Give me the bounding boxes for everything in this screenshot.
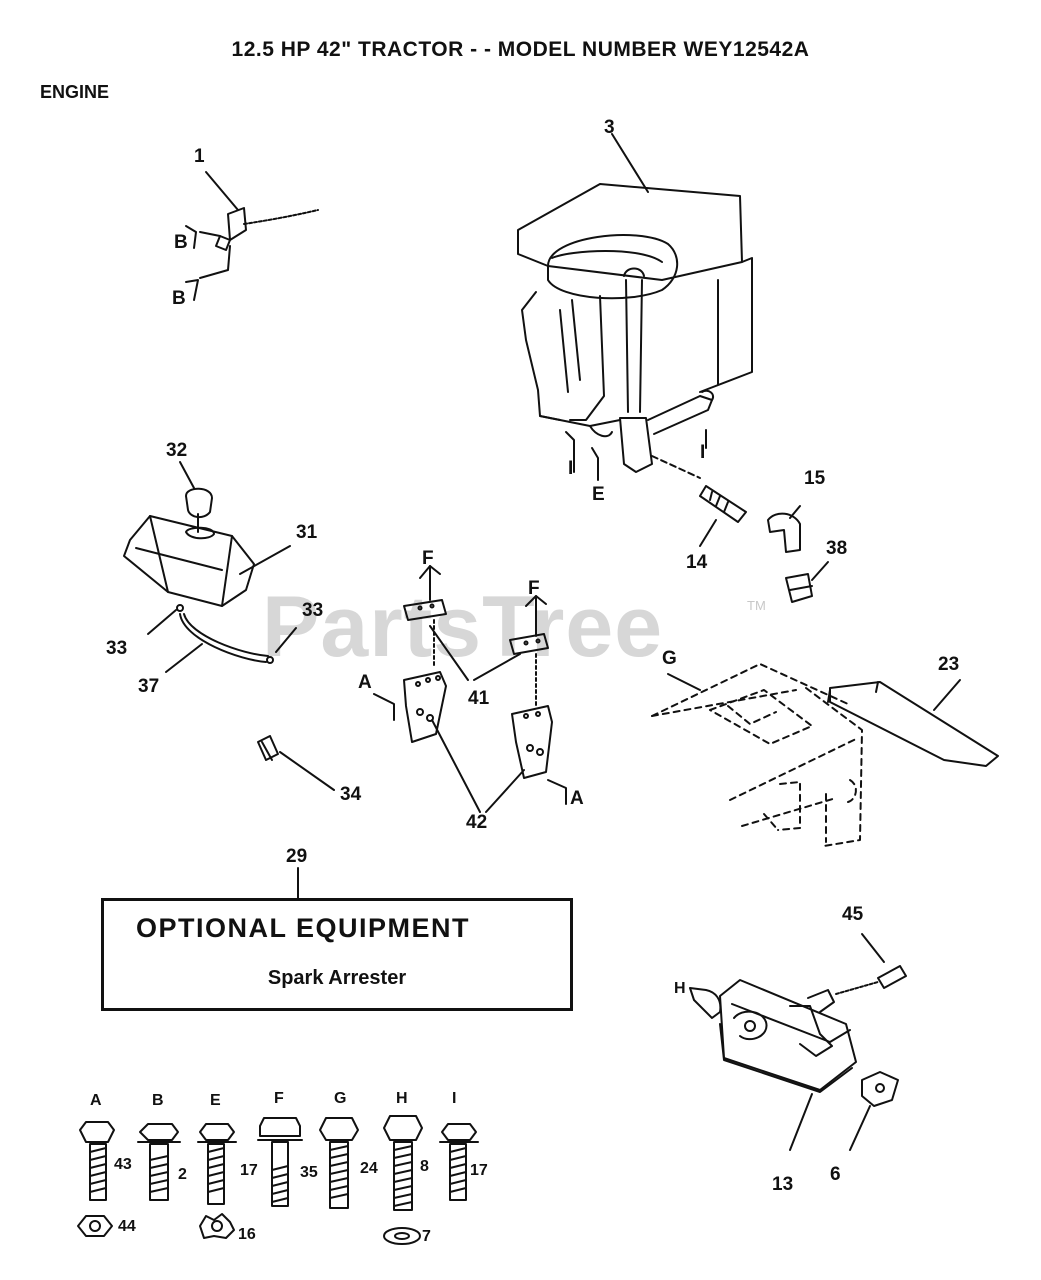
ref-A-left: A [358, 672, 372, 693]
ref-I-right: I [700, 442, 706, 463]
watermark: PartsTree [262, 579, 664, 675]
callout-31: 31 [296, 522, 318, 543]
callout-33-left: 33 [106, 638, 128, 659]
ref-I-left: I [568, 458, 574, 479]
callout-6: 6 [830, 1164, 841, 1185]
diagram-title: 12.5 HP 42" TRACTOR - - MODEL NUMBER WEY… [231, 38, 810, 61]
ref-B-lower: B [172, 288, 186, 309]
bolt-num-17-I: 17 [470, 1162, 488, 1179]
callout-15: 15 [804, 468, 826, 489]
part-37-fuel-line [147, 604, 297, 673]
callout-33-right: 33 [302, 600, 324, 621]
hardware-bolts [77, 1115, 479, 1245]
bolt-num-43: 43 [114, 1156, 132, 1173]
part-34-fitting [257, 735, 335, 791]
part-41-42-brackets [373, 565, 567, 813]
callout-3: 3 [604, 117, 615, 138]
part-31-fuel-tank [123, 515, 291, 607]
bolt-letter-I: I [452, 1090, 457, 1107]
bolt-letter-F: F [274, 1090, 284, 1107]
ref-A-right: A [570, 788, 584, 809]
callout-41: 41 [468, 688, 490, 709]
callout-13: 13 [772, 1174, 794, 1195]
callout-32: 32 [166, 440, 188, 461]
ref-G: G [662, 648, 677, 669]
part-3-engine [517, 133, 753, 479]
part-1-throttle-cable [185, 171, 319, 301]
bolt-letter-B: B [152, 1092, 164, 1109]
nut-num-44: 44 [118, 1218, 136, 1235]
optional-equipment-heading: OPTIONAL EQUIPMENT [136, 913, 471, 943]
part-14-pipe [699, 485, 747, 547]
ref-B-upper: B [174, 232, 188, 253]
bolt-num-24: 24 [360, 1160, 378, 1177]
bolt-num-35: 35 [300, 1164, 318, 1181]
part-6-gasket [849, 1071, 899, 1151]
ref-F-left: F [422, 548, 434, 569]
ref-E: E [592, 484, 605, 505]
callout-29: 29 [286, 846, 308, 867]
callout-45: 45 [842, 904, 864, 925]
callout-38: 38 [826, 538, 848, 559]
ref-F-right: F [528, 578, 540, 599]
section-label: ENGINE [40, 82, 110, 102]
bolt-num-17-E: 17 [240, 1162, 258, 1179]
callout-37: 37 [138, 676, 160, 697]
callout-14: 14 [686, 552, 708, 573]
part-45-screw [835, 933, 907, 995]
part-13-muffler [689, 979, 857, 1151]
callout-42: 42 [466, 812, 488, 833]
bolt-num-2: 2 [178, 1166, 187, 1183]
callout-34: 34 [340, 784, 362, 805]
part-15-elbow [767, 505, 801, 553]
part-38-plug [785, 561, 829, 603]
watermark-trademark: TM [747, 598, 766, 613]
ref-H: H [674, 980, 686, 997]
optional-equipment-item: Spark Arrester [267, 967, 407, 989]
washer-num-7: 7 [422, 1228, 431, 1245]
bolt-letter-H: H [396, 1090, 408, 1107]
bolt-num-8: 8 [420, 1158, 429, 1175]
bolt-letter-A: A [90, 1092, 102, 1109]
part-32-fuel-cap [179, 461, 215, 540]
bolt-letter-G: G [334, 1090, 347, 1107]
part-23-shield [651, 663, 999, 847]
optional-equipment-box: OPTIONAL EQUIPMENT Spark Arrester [101, 898, 573, 1011]
bolt-letter-E: E [210, 1092, 221, 1109]
callout-1: 1 [194, 146, 205, 167]
washer-num-16: 16 [238, 1226, 256, 1243]
callout-23: 23 [938, 654, 960, 675]
